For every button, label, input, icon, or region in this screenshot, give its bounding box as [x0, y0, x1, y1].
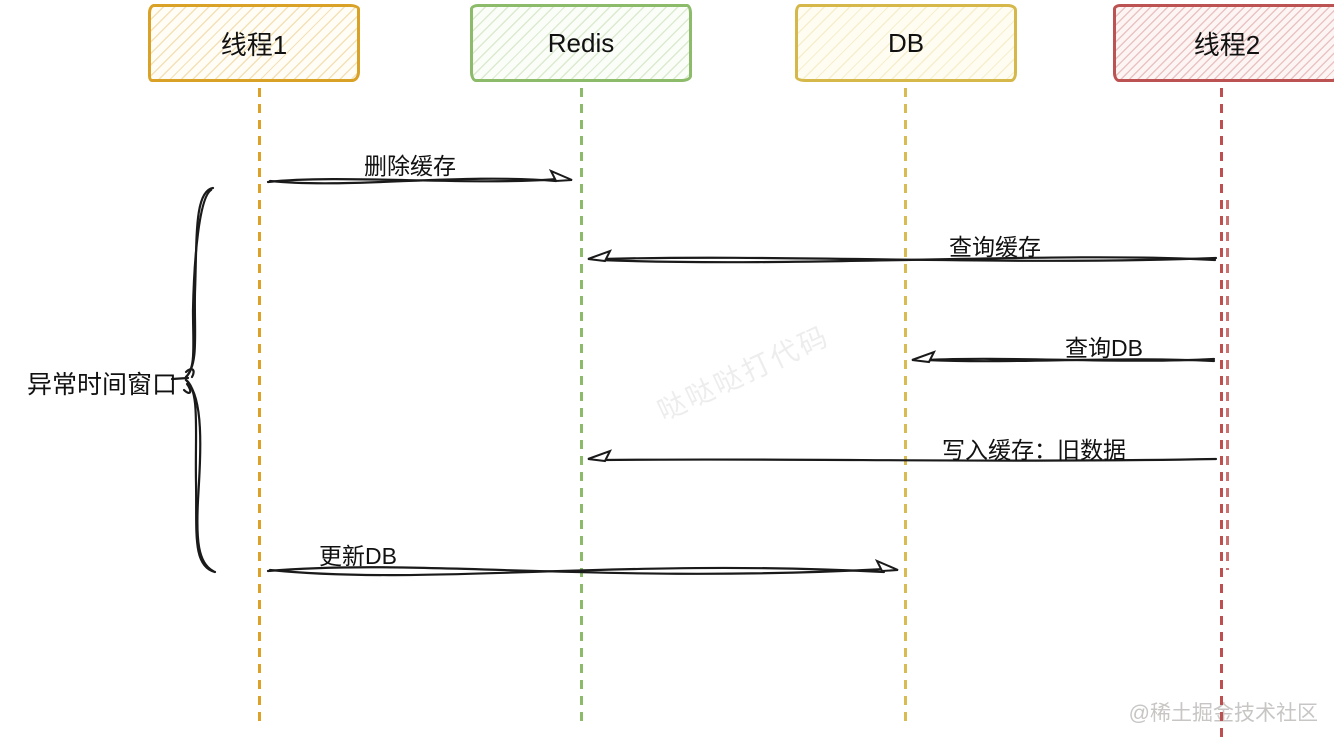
- time-window-label: 异常时间窗口: [26, 371, 177, 399]
- time-window-brace: [170, 186, 217, 574]
- arrow-query-cache: [587, 249, 1218, 264]
- lifeline-thread2: [1220, 88, 1223, 742]
- actor-label-redis: Redis: [547, 27, 615, 58]
- lifeline-thread2-echo: [1226, 200, 1229, 570]
- message-label-query-cache: 查询缓存: [949, 234, 1041, 260]
- actor-label-thread1: 线程1: [220, 29, 288, 60]
- actor-label-db: DB: [887, 27, 925, 58]
- message-label-update-db: 更新DB: [319, 543, 397, 569]
- lifeline-thread1: [258, 88, 261, 722]
- actor-box-redis: Redis: [470, 4, 692, 82]
- message-label-query-db: 查询DB: [1065, 335, 1143, 361]
- actor-box-thread2: 线程2: [1113, 4, 1334, 82]
- actor-box-thread1: 线程1: [148, 4, 360, 82]
- arrow-delete-cache: [266, 169, 573, 185]
- arrow-query-db: [911, 350, 1216, 364]
- actor-box-db: DB: [795, 4, 1017, 82]
- message-label-write-cache-old: 写入缓存：旧数据: [942, 437, 1126, 463]
- arrow-write-cache-old: [587, 449, 1218, 463]
- lifeline-db: [904, 88, 907, 722]
- credit-text: @稀土掘金技术社区: [1128, 702, 1318, 725]
- lifeline-redis: [580, 88, 583, 722]
- message-label-delete-cache: 删除缓存: [364, 153, 456, 179]
- arrow-update-db: [266, 559, 899, 577]
- actor-label-thread2: 线程2: [1193, 29, 1261, 60]
